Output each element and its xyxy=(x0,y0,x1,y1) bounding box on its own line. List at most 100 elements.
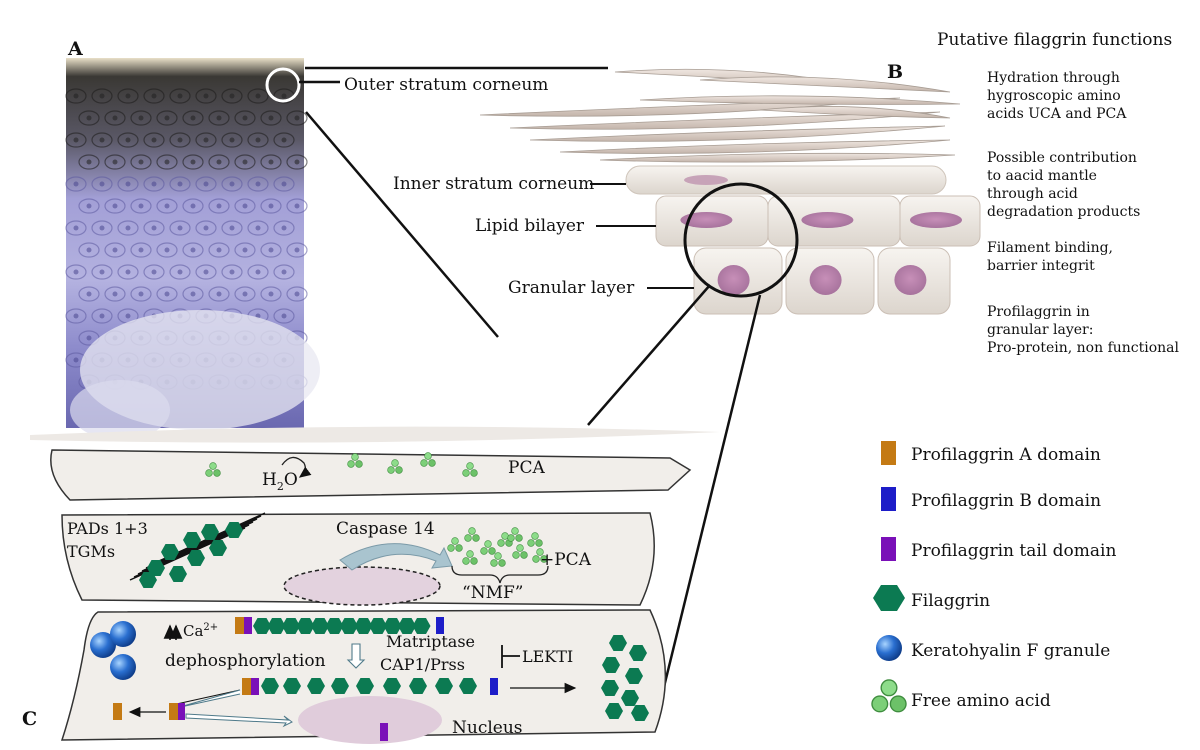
histology-cell xyxy=(104,154,126,170)
function-line: Filament binding, xyxy=(987,240,1113,256)
histology-nucleus xyxy=(216,203,222,209)
top-cornified-cell xyxy=(50,449,692,501)
histology-cell xyxy=(91,176,113,192)
histology-cell xyxy=(208,154,230,170)
histology-nucleus xyxy=(151,269,157,275)
histology-nucleus xyxy=(86,203,92,209)
histology-cell xyxy=(156,154,178,170)
histology-nucleus xyxy=(281,269,287,275)
calcium-up-arrows-icon xyxy=(163,624,183,640)
legend-label: Filaggrin xyxy=(911,591,990,611)
histology-cell xyxy=(117,132,139,148)
cleavage-products xyxy=(113,689,293,728)
histology-cell xyxy=(273,264,295,280)
water-o: O xyxy=(284,470,298,490)
histology-nucleus xyxy=(268,247,274,253)
calcium-text: Ca xyxy=(183,622,203,640)
legend: Profilaggrin A domain Profilaggrin B dom… xyxy=(871,441,1116,713)
profilaggrin-chain xyxy=(235,617,444,634)
cell-nucleus xyxy=(894,265,927,295)
histology-nucleus xyxy=(216,115,222,121)
histology-nucleus xyxy=(242,203,248,209)
outer-stratum-corneum-label: Outer stratum corneum xyxy=(344,75,548,95)
histology-nucleus xyxy=(125,225,131,231)
histology-nucleus xyxy=(177,181,183,187)
histology-cell xyxy=(286,286,308,302)
a-domain-fragment xyxy=(169,703,178,720)
legend-label: Profilaggrin tail domain xyxy=(911,541,1116,561)
nmf-label: “NMF” xyxy=(462,583,523,603)
histology-cell xyxy=(156,110,178,126)
histology-nucleus xyxy=(242,247,248,253)
histology-cell xyxy=(156,242,178,258)
histology-nucleus xyxy=(138,247,144,253)
histology-nucleus xyxy=(294,203,300,209)
histology-nucleus xyxy=(190,159,196,165)
histology-nucleus xyxy=(73,181,79,187)
histology-nucleus xyxy=(86,159,92,165)
histology-nucleus xyxy=(216,291,222,297)
histology-nucleus xyxy=(164,203,170,209)
histology-nucleus xyxy=(177,93,183,99)
histology-cell xyxy=(182,242,204,258)
dephosphorylation-label: dephosphorylation xyxy=(165,651,326,671)
corneocyte xyxy=(529,125,946,142)
histology-cell xyxy=(117,264,139,280)
histology-nucleus xyxy=(229,225,235,231)
histology-nucleus xyxy=(242,291,248,297)
histology-nucleus xyxy=(99,225,105,231)
histology-nucleus xyxy=(281,225,287,231)
b-domain-block xyxy=(490,678,498,695)
histology-nucleus xyxy=(73,225,79,231)
histology-cell xyxy=(91,220,113,236)
histology-nucleus xyxy=(164,115,170,121)
legend-label: Profilaggrin B domain xyxy=(911,491,1101,511)
keratohyalin-granule-icon xyxy=(110,654,136,680)
histology-nucleus xyxy=(86,335,92,341)
lekti-label: LEKTI xyxy=(522,647,573,666)
histology-nucleus xyxy=(112,115,118,121)
histology-nucleus xyxy=(138,115,144,121)
histology-nucleus xyxy=(112,203,118,209)
function-line: through acid xyxy=(987,186,1078,202)
processing-down-arrow-icon xyxy=(346,643,366,669)
histology-nucleus xyxy=(125,137,131,143)
pads-label: PADs 1+3 xyxy=(67,519,148,538)
functions-heading: Putative filaggrin functions xyxy=(937,30,1172,50)
histology-cell xyxy=(130,154,152,170)
histology-cell xyxy=(65,308,87,324)
histology-nucleus xyxy=(255,269,261,275)
histology-nucleus xyxy=(190,203,196,209)
function-line: granular layer: xyxy=(987,322,1093,338)
histology-cell xyxy=(65,264,87,280)
histology-cell xyxy=(78,110,100,126)
histology-nucleus xyxy=(229,137,235,143)
keratohyalin-granule-icon xyxy=(876,635,902,661)
function-item-3: Filament binding, barrier integrit xyxy=(987,240,1113,274)
histology-nucleus xyxy=(242,159,248,165)
function-line: Pro-protein, non functional xyxy=(987,340,1180,356)
histology-nucleus xyxy=(99,93,105,99)
histology-nucleus xyxy=(229,181,235,187)
histology-cell xyxy=(143,88,165,104)
corneocyte xyxy=(559,139,951,154)
histology-nucleus xyxy=(203,181,209,187)
histology-cell xyxy=(221,220,243,236)
histology-nucleus xyxy=(99,181,105,187)
histology-nucleus xyxy=(268,291,274,297)
lipid-bilayer-cells xyxy=(655,195,981,247)
histology-nucleus xyxy=(177,225,183,231)
function-line: hygroscopic amino xyxy=(987,88,1121,104)
histology-image xyxy=(65,58,320,440)
histology-cell xyxy=(208,242,230,258)
histology-cell xyxy=(117,88,139,104)
panel-c-label: C xyxy=(22,708,37,730)
histology-nucleus xyxy=(281,313,287,319)
histology-cell xyxy=(247,176,269,192)
function-line: degradation products xyxy=(987,204,1140,220)
keratohyalin-granules xyxy=(90,621,136,680)
histology-cell xyxy=(78,286,100,302)
histology-cell xyxy=(208,198,230,214)
histology-cell xyxy=(143,264,165,280)
a-domain-block xyxy=(242,678,251,695)
